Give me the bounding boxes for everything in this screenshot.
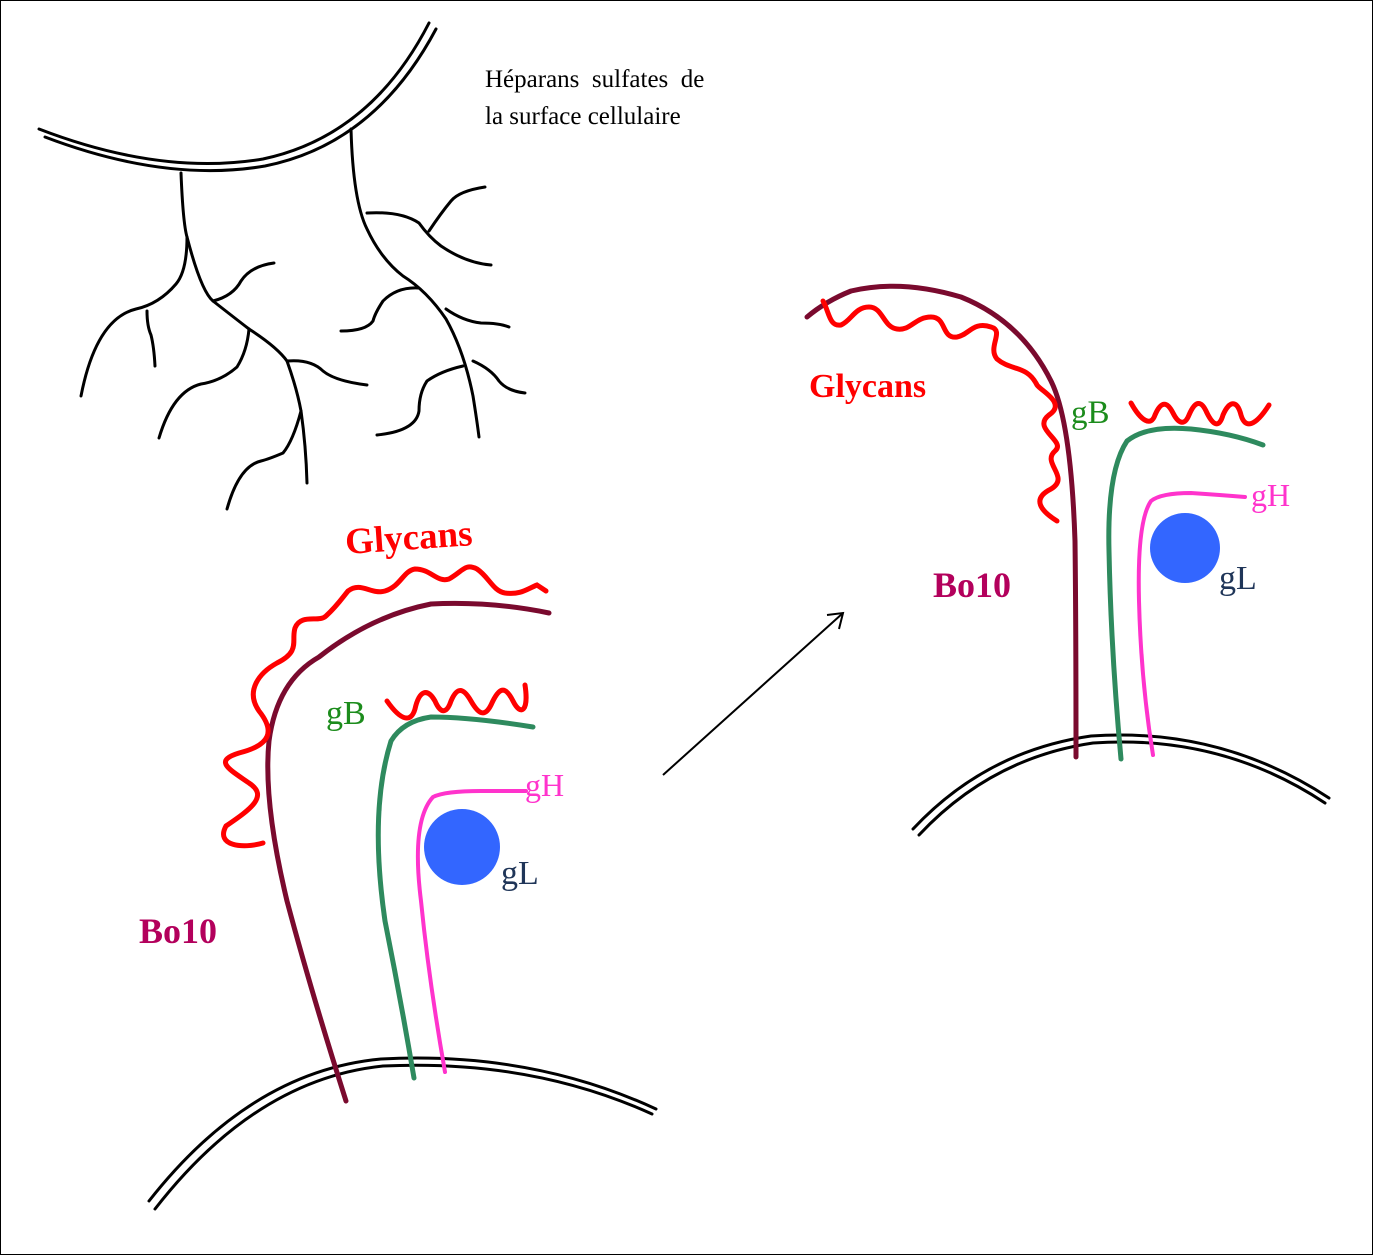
heparan-chain bbox=[227, 411, 301, 509]
gL-ball bbox=[1150, 513, 1220, 583]
caption-line-1: Héparans sulfates de bbox=[485, 66, 704, 93]
gL-label: gL bbox=[501, 855, 539, 892]
heparan-chain bbox=[446, 309, 509, 327]
gB-stalk bbox=[378, 717, 533, 1078]
heparan-chain bbox=[341, 288, 418, 331]
heparan-chain bbox=[473, 361, 525, 393]
glycans-label: Glycans bbox=[809, 368, 926, 405]
glycans-label: Glycans bbox=[344, 513, 474, 563]
bo10-stalk bbox=[807, 286, 1076, 757]
gL-label: gL bbox=[1219, 560, 1257, 597]
heparan-chain bbox=[351, 129, 479, 437]
gL-ball bbox=[424, 809, 500, 885]
glycans-wave bbox=[823, 301, 1058, 521]
arrow-shaft bbox=[663, 613, 843, 775]
bo10-stalk bbox=[268, 603, 549, 1101]
gB-glycans-wave bbox=[387, 685, 526, 718]
heparan-chain bbox=[429, 187, 485, 231]
glycoprotein-complex-before bbox=[149, 567, 656, 1209]
caption-line-2: la surface cellulaire bbox=[485, 103, 681, 130]
gB-label: gB bbox=[326, 695, 366, 732]
viral-envelope-membrane-outer bbox=[149, 1058, 656, 1201]
heparan-chain bbox=[147, 311, 155, 366]
gH-label: gH bbox=[1251, 477, 1290, 513]
heparan-chain bbox=[287, 361, 367, 385]
heparan-chain bbox=[377, 366, 463, 435]
heparan-chain bbox=[81, 173, 187, 396]
heparan-chain bbox=[213, 263, 274, 301]
gB-glycans-wave bbox=[1131, 403, 1269, 424]
heparan-chain bbox=[159, 329, 249, 438]
bo10-label: Bo10 bbox=[139, 911, 217, 951]
viral-envelope-membrane-inner bbox=[155, 1065, 652, 1209]
heparan-sulfate-group bbox=[39, 23, 525, 509]
gB-label: gB bbox=[1071, 395, 1110, 431]
bo10-label: Bo10 bbox=[933, 565, 1011, 605]
cell-surface-membrane-outer bbox=[39, 23, 429, 164]
gH-label: gH bbox=[525, 767, 564, 803]
transition-arrow bbox=[663, 613, 843, 775]
